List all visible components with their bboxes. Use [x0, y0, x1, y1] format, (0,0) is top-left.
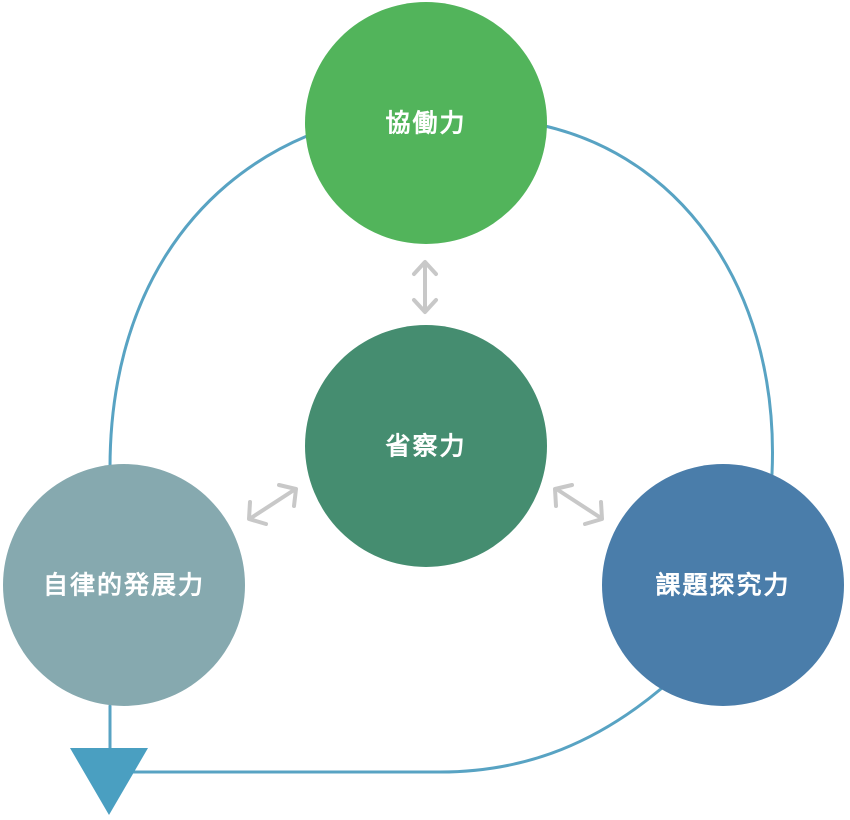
- node-collaboration-circle: [305, 2, 547, 244]
- node-autonomous-development-label: 自律的発展力: [43, 571, 205, 600]
- node-reflection-circle: [305, 325, 547, 567]
- node-problem-inquiry-circle: [602, 464, 844, 706]
- node-collaboration: 協働力: [305, 2, 547, 244]
- node-reflection: 省察力: [305, 325, 547, 567]
- node-problem-inquiry-label: 課題探究力: [655, 571, 790, 600]
- cycle-connector-line: [108, 124, 774, 774]
- double-arrow-top: [412, 260, 438, 314]
- node-problem-inquiry: 課題探究力: [602, 464, 844, 706]
- double-arrow-left: [247, 483, 298, 526]
- node-reflection-label: 省察力: [384, 432, 466, 461]
- cycle-arrow-head: [70, 748, 148, 815]
- node-autonomous-development-circle: [3, 464, 245, 706]
- node-collaboration-label: 協働力: [385, 109, 466, 138]
- node-autonomous-development: 自律的発展力: [3, 464, 245, 706]
- double-arrow-right: [553, 483, 604, 526]
